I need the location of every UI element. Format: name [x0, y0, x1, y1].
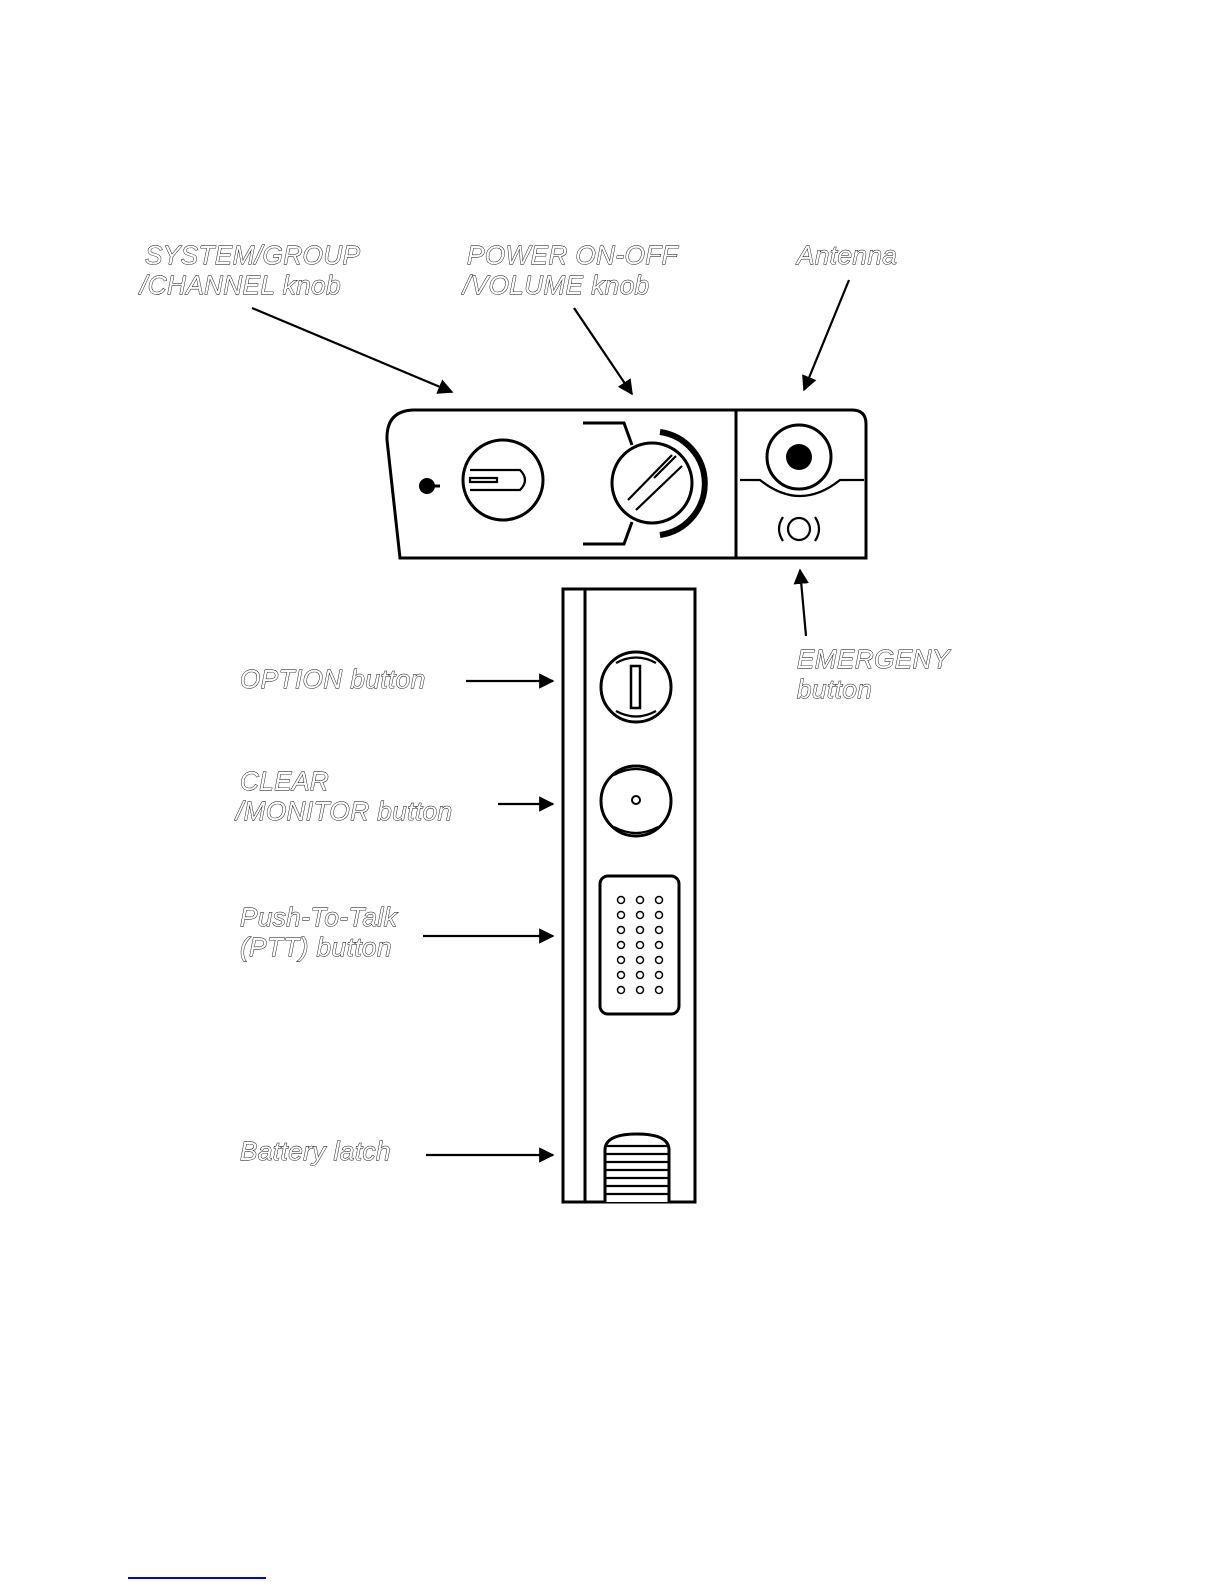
radio-side-panel — [563, 589, 695, 1202]
emergency-button-label: EMERGENY button — [797, 644, 957, 704]
system-group-channel-knob[interactable] — [463, 440, 543, 520]
emergency-button-label-line2: button — [797, 674, 872, 704]
power-volume-knob-label: POWER ON-OFF /VOLUME knob — [461, 240, 685, 300]
footer-rule — [128, 1577, 266, 1579]
antenna-arrow — [804, 280, 849, 390]
emergency-button-label-line1: EMERGENY — [797, 644, 951, 674]
ptt-button-label-line2: (PTT) button — [240, 932, 392, 962]
antenna-center — [786, 444, 812, 470]
clear-monitor-button[interactable] — [601, 766, 671, 836]
power-knob-arrow — [574, 308, 632, 394]
power-volume-knob-label-line1: POWER ON-OFF — [467, 240, 680, 270]
ptt-button[interactable] — [600, 876, 679, 1014]
option-button[interactable] — [601, 652, 671, 722]
clear-monitor-button-label-line1: CLEAR — [240, 766, 329, 796]
system-knob-arrow — [252, 308, 452, 392]
emergency-arrow — [800, 570, 806, 636]
battery-latch-label: Battery latch — [240, 1136, 391, 1166]
clear-monitor-button-label-line2: /MONITOR button — [234, 796, 453, 826]
system-group-channel-knob-label: SYSTEM/GROUP /CHANNEL knob — [138, 240, 367, 300]
power-volume-knob-label-line2: /VOLUME knob — [461, 270, 650, 300]
radio-top-panel — [387, 410, 866, 558]
antenna-label: Antenna — [795, 240, 897, 270]
ptt-button-label: Push-To-Talk (PTT) button — [240, 902, 405, 962]
system-group-channel-knob-label-line1: SYSTEM/GROUP — [145, 240, 361, 270]
battery-latch[interactable] — [605, 1134, 669, 1202]
option-button-label: OPTION button — [240, 664, 426, 694]
clear-monitor-button-label: CLEAR /MONITOR button — [234, 766, 453, 826]
ptt-button-label-line1: Push-To-Talk — [240, 902, 399, 932]
system-group-channel-knob-label-line2: /CHANNEL knob — [138, 270, 341, 300]
